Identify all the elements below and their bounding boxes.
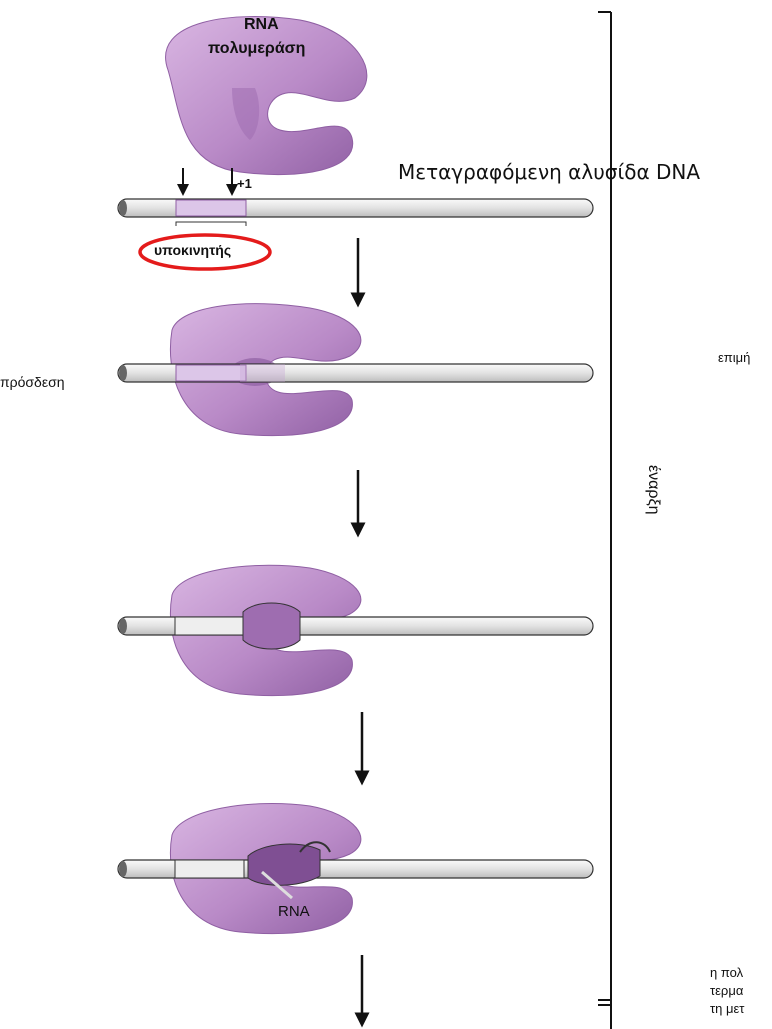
- rna-polymerase-label-line1: RNA: [244, 16, 279, 34]
- dna-strand-0: [118, 199, 593, 217]
- binding-label: πρόσδεση: [0, 374, 65, 390]
- stage-rna-start: [118, 804, 593, 934]
- elongation-partial-label: επιμή: [718, 350, 750, 365]
- rna-polymerase-label-line2: πολυμεράση: [208, 40, 305, 58]
- note-line-1: η πολ: [710, 965, 743, 980]
- promoter-bracket: [176, 222, 246, 226]
- template-strand-label: Μεταγραφόμενη αλυσίδα DNA: [398, 160, 700, 184]
- promoter-label: υποκινητής: [154, 242, 231, 258]
- stage-open-complex: [118, 565, 593, 695]
- initiation-label: έναρξη: [644, 465, 662, 515]
- stage-binding: [118, 304, 593, 436]
- rna-label: RNA: [278, 903, 310, 920]
- note-line-2: τερμα: [710, 983, 743, 998]
- plus-one-label: +1: [237, 176, 252, 191]
- note-line-3: τη μετ: [710, 1001, 744, 1016]
